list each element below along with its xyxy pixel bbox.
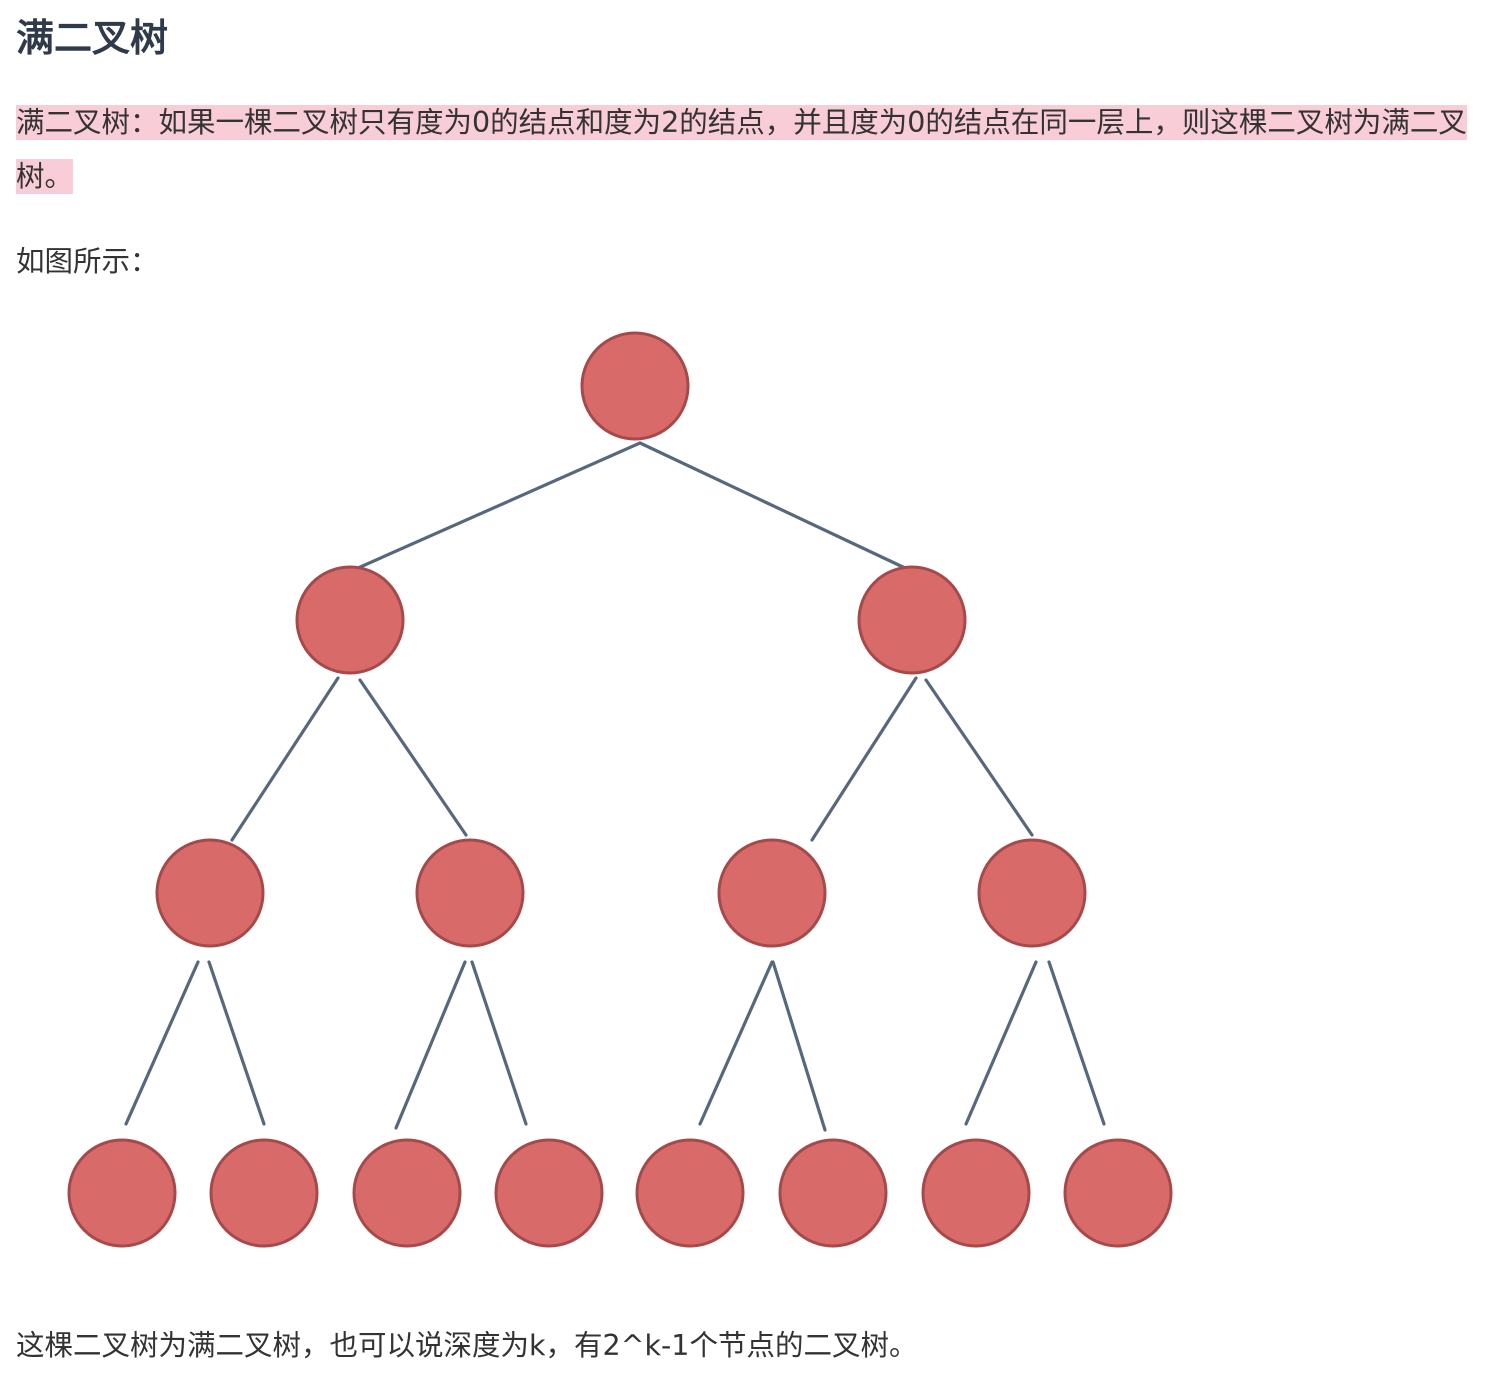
tree-edge-5-12: [771, 960, 827, 1132]
tree-node-4: [415, 838, 525, 948]
tree-node-1: [295, 565, 405, 675]
tree-node-10: [494, 1138, 604, 1248]
tree-node-13: [921, 1138, 1031, 1248]
tree-node-12: [778, 1138, 888, 1248]
tree-node-5: [717, 838, 827, 948]
tree-edge-1-4: [358, 678, 468, 837]
tree-edge-2-6: [924, 678, 1034, 837]
tree-edge-3-7: [124, 960, 200, 1126]
page-title: 满二叉树: [16, 16, 169, 60]
tree-edge-3-8: [207, 960, 266, 1126]
tree-edge-2-5: [810, 676, 918, 842]
tree-edge-4-9: [394, 960, 467, 1130]
definition-paragraph: 满二叉树：如果一棵二叉树只有度为0的结点和度为2的结点，并且度为0的结点在同一层…: [16, 96, 1490, 204]
tree-node-11: [635, 1138, 745, 1248]
tree-edge-0-1: [356, 441, 642, 570]
tree-node-14: [1063, 1138, 1173, 1248]
tree-edge-5-11: [698, 960, 774, 1126]
footer-text: 这棵二叉树为满二叉树，也可以说深度为k，有2^k-1个节点的二叉树。: [16, 1329, 918, 1362]
tree-node-3: [155, 838, 265, 948]
tree-edges: [124, 441, 1106, 1132]
tree-node-7: [67, 1138, 177, 1248]
tree-node-0: [580, 331, 690, 441]
tree-edge-6-13: [964, 960, 1038, 1126]
tree-edge-6-14: [1047, 960, 1106, 1126]
figure-caption: 如图所示：: [16, 245, 159, 278]
tree-edge-0-2: [638, 441, 907, 570]
full-binary-tree-diagram: [67, 331, 1173, 1248]
tree-node-2: [857, 565, 967, 675]
tree-node-8: [209, 1138, 319, 1248]
tree-node-6: [977, 838, 1087, 948]
tree-node-9: [352, 1138, 462, 1248]
tree-edge-1-3: [230, 676, 340, 842]
tree-edge-4-10: [470, 960, 528, 1126]
tree-nodes: [67, 331, 1173, 1248]
